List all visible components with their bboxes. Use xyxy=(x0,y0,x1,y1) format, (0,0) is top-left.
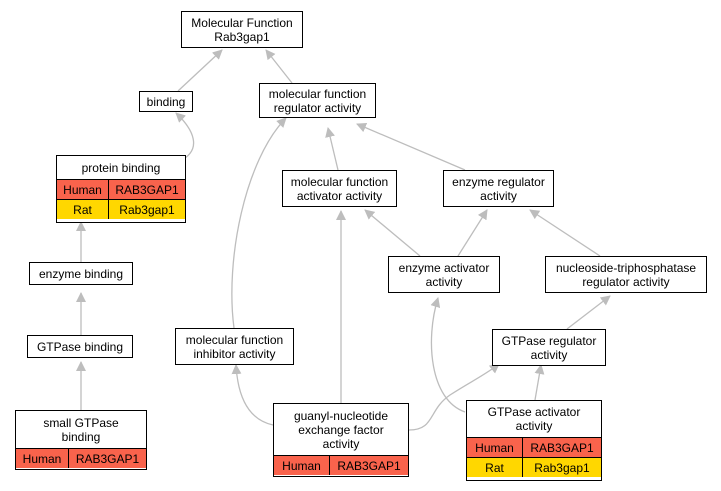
node-label: guanyl-nucleotide exchange factor activi… xyxy=(293,408,389,451)
gene-label: RAB3GAP1 xyxy=(108,180,185,199)
species-label: Human xyxy=(22,451,62,466)
edge-enzymeregulator-mfregulator xyxy=(356,122,466,171)
node-mf-regulator-activity[interactable]: molecular function regulator activity xyxy=(259,83,376,118)
gene-label: Rab3gap1 xyxy=(522,458,601,477)
node-enzyme-regulator-activity[interactable]: enzyme regulator activity xyxy=(443,170,554,207)
gene-label: RAB3GAP1 xyxy=(68,449,146,468)
gene-label: Rab3gap1 xyxy=(108,200,185,219)
node-label: small GTPase binding xyxy=(43,415,119,444)
edge-mfregulator-root xyxy=(265,49,293,84)
annotation-row-human: Human RAB3GAP1 xyxy=(467,437,601,457)
edge-binding-root xyxy=(177,49,223,92)
node-guanyl-nucleotide-exchange-factor-activity[interactable]: guanyl-nucleotide exchange factor activi… xyxy=(273,403,409,477)
node-gtpase-binding[interactable]: GTPase binding xyxy=(27,335,133,358)
edge-gef-mfinhibitor xyxy=(231,364,274,426)
gene-label: RAB3GAP1 xyxy=(522,438,601,457)
edge-enzymeactivator-mfactivator xyxy=(364,209,421,257)
node-enzyme-activator-activity[interactable]: enzyme activator activity xyxy=(388,256,500,293)
species-label: Human xyxy=(475,440,514,455)
edge-gef-gtpaseregulator xyxy=(408,363,500,431)
node-binding[interactable]: binding xyxy=(139,91,193,112)
edge-gtpaseactivator-enzymeactivator xyxy=(430,297,466,413)
node-label: GTPase activator activity xyxy=(487,405,581,433)
edge-mfinhibitor-mfregulator xyxy=(231,117,287,329)
annotation-row-human: Human RAB3GAP1 xyxy=(16,448,146,468)
node-protein-binding[interactable]: protein binding Human RAB3GAP1 Rat Rab3g… xyxy=(56,155,186,223)
node-label: protein binding xyxy=(81,160,161,175)
node-small-gtpase-binding[interactable]: small GTPase binding Human RAB3GAP1 xyxy=(15,410,147,470)
annotation-row-human: Human RAB3GAP1 xyxy=(57,179,185,199)
edge-gtpaseregulator-ntpase xyxy=(566,295,611,330)
node-gtpase-activator-activity[interactable]: GTPase activator activity Human RAB3GAP1… xyxy=(466,400,602,481)
edge-mfactivator-mfregulator xyxy=(325,127,339,171)
edge-enzymeactivator-enzymeregulator xyxy=(457,209,488,257)
annotation-row-rat: Rat Rab3gap1 xyxy=(57,199,185,219)
species-label: Rat xyxy=(485,460,504,475)
edge-ntpase-enzymeregulator xyxy=(529,209,601,257)
node-ntpase-regulator-activity[interactable]: nucleoside-triphosphatase regulator acti… xyxy=(545,256,707,293)
species-label: Rat xyxy=(73,202,92,217)
edge-gtpaseactivator-gtpaseregulator xyxy=(534,364,545,401)
node-molecular-function-root[interactable]: Molecular Function Rab3gap1 xyxy=(181,11,303,48)
annotation-row-rat: Rat Rab3gap1 xyxy=(467,457,601,477)
species-label: Human xyxy=(63,182,102,197)
gene-label: RAB3GAP1 xyxy=(329,456,408,475)
node-mf-inhibitor-activity[interactable]: molecular function inhibitor activity xyxy=(175,328,294,365)
node-gtpase-regulator-activity[interactable]: GTPase regulator activity xyxy=(492,329,606,366)
node-mf-activator-activity[interactable]: molecular function activator activity xyxy=(282,170,397,207)
species-label: Human xyxy=(282,458,321,473)
node-enzyme-binding[interactable]: enzyme binding xyxy=(29,262,133,285)
annotation-row-human: Human RAB3GAP1 xyxy=(274,455,408,475)
